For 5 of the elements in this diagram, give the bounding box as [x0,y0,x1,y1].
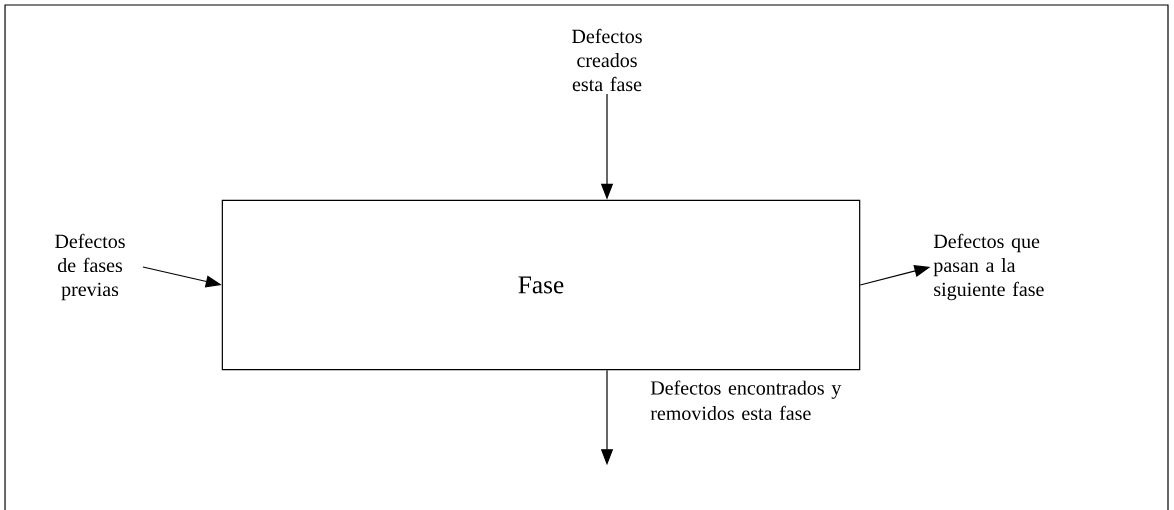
text-label: Defectos creados esta fase [572,28,642,92]
process-box: Fase [221,199,861,371]
text-label: Defectos de fases previas [55,233,125,301]
edge-label: Defectos encontrados y removidos esta fase [650,380,842,421]
text-label: Defectos que pasan a la siguiente fase [933,233,1044,301]
